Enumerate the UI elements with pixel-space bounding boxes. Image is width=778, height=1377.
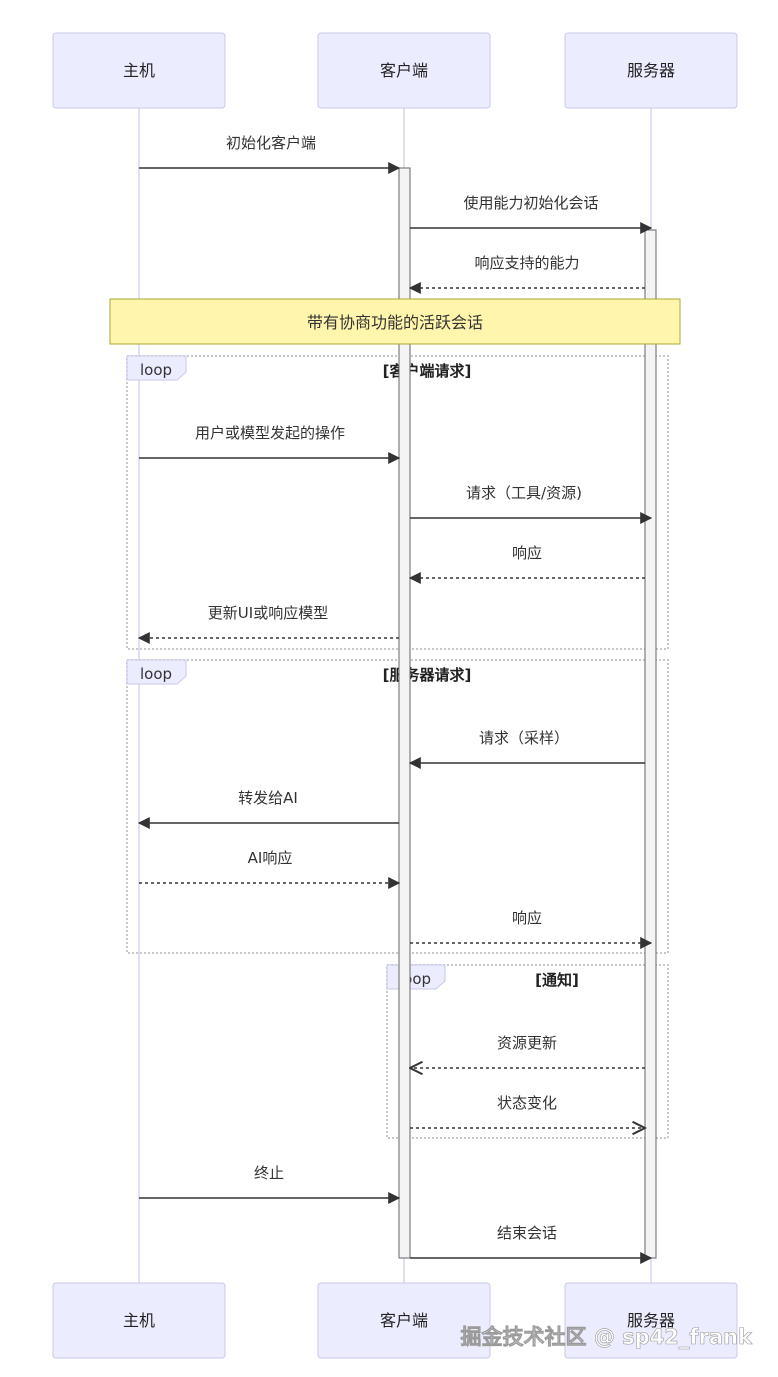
loop-condition: [通知] [535,971,579,989]
message-label: 结束会话 [497,1224,557,1242]
actor-label: 客户端 [380,1311,428,1330]
message-response-1: 响应 [408,544,645,584]
message-response-2: 响应 [410,909,653,949]
message-state-change: 状态变化 [410,1094,645,1128]
loop-label: loop [140,665,172,683]
actor-label: 主机 [123,61,155,80]
activation-client [398,167,411,1259]
message-sampling-request: 请求（采样） [408,729,645,769]
message-init-session: 使用能力初始化会话 [410,194,653,234]
message-label: 请求（采样） [479,729,569,747]
message-label: 响应支持的能力 [474,254,579,272]
message-label: 初始化客户端 [226,134,316,152]
actor-host-top: 主机 [52,32,226,109]
actor-label: 客户端 [380,61,428,80]
message-label: 终止 [254,1164,284,1182]
note-active-session: 带有协商功能的活跃会话 [109,298,681,345]
actor-host-bottom: 主机 [52,1282,226,1359]
message-update-ui: 更新UI或响应模型 [137,604,399,644]
message-init-client: 初始化客户端 [139,134,401,174]
actor-client-bottom: 客户端 [317,1282,491,1359]
message-label: 状态变化 [497,1094,557,1112]
message-label: 用户或模型发起的操作 [195,424,345,442]
message-label: 更新UI或响应模型 [208,604,328,622]
loop-condition: [客户端请求] [383,362,472,380]
message-forward-ai: 转发给AI [137,789,399,829]
message-label: 转发给AI [238,789,298,807]
loop-condition: [服务器请求] [383,666,472,684]
message-label: 资源更新 [497,1034,557,1052]
message-label: 使用能力初始化会话 [463,194,598,212]
message-label: 请求（工具/资源) [466,484,582,502]
message-request-tools: 请求（工具/资源) [410,484,653,524]
message-label: 响应 [512,544,542,562]
message-ai-response: AI响应 [139,849,401,889]
message-label: AI响应 [248,849,293,867]
message-resource-update: 资源更新 [410,1034,645,1068]
actor-label: 服务器 [627,1311,675,1330]
loop-server-request: loop [服务器请求] [126,659,669,954]
message-terminate: 终止 [139,1164,401,1204]
activation-server [644,229,657,1259]
actor-client-top: 客户端 [317,32,491,109]
message-user-action: 用户或模型发起的操作 [139,424,401,464]
message-label: 响应 [512,909,542,927]
message-capabilities-response: 响应支持的能力 [408,254,645,294]
loop-label: loop [140,361,172,379]
message-end-session: 结束会话 [410,1224,653,1264]
actor-server-top: 服务器 [564,32,738,109]
watermark: 掘金技术社区 @ sp42_frank [461,1325,753,1349]
actor-server-bottom: 服务器 [564,1282,738,1359]
actor-label: 服务器 [627,61,675,80]
actor-label: 主机 [123,1311,155,1330]
note-text: 带有协商功能的活跃会话 [307,313,483,332]
